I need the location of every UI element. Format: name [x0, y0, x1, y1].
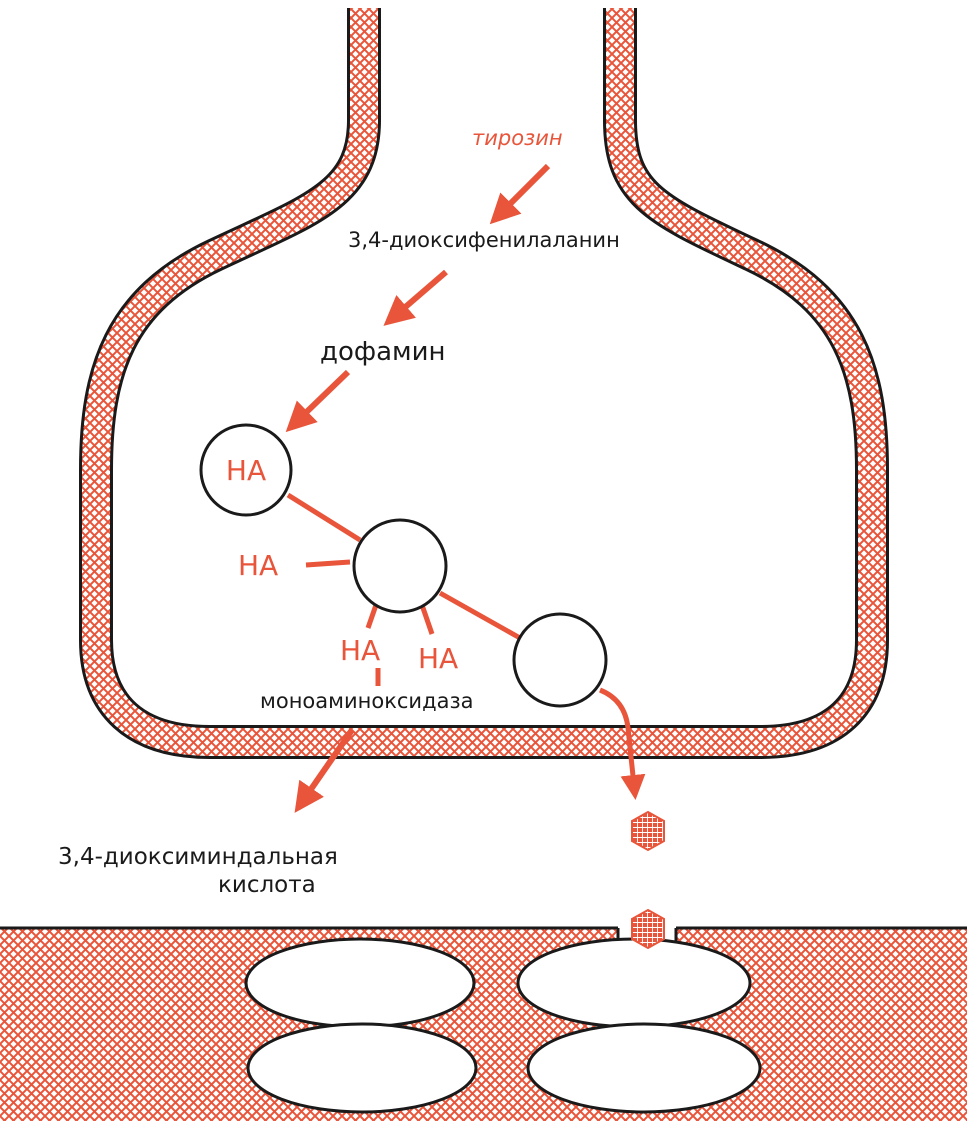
postsynaptic-oval — [528, 1024, 760, 1112]
arrow-dopa-to-dopamine — [388, 272, 446, 322]
na-release-line — [368, 605, 376, 628]
postsynaptic-oval — [246, 939, 474, 1027]
label-na-bottom-right: НА — [418, 642, 458, 675]
transmitter-molecule — [632, 812, 664, 850]
label-acid-line2: кислота — [218, 872, 316, 898]
label-dopamine: дофамин — [320, 337, 446, 367]
label-acid-line1: 3,4-диоксиминдальная — [58, 844, 338, 870]
vesicle-link — [440, 593, 520, 638]
label-mao: моноаминоксидаза — [260, 689, 474, 713]
label-na-bottom-left: НА — [340, 634, 380, 667]
presynaptic-membrane — [96, 8, 872, 742]
label-na-left: НА — [238, 549, 278, 582]
vesicle-release — [514, 614, 606, 706]
postsynaptic-oval — [518, 939, 750, 1027]
arrow-dopamine-to-vesicle — [290, 372, 348, 428]
arrow-tyrosine-to-dopa — [494, 166, 548, 220]
postsynaptic-membrane — [0, 928, 967, 1121]
presynaptic-membrane-hatch — [96, 8, 872, 742]
transmitter-molecule-bound — [632, 910, 664, 948]
na-release-line — [422, 605, 432, 634]
vesicle-center — [354, 520, 446, 612]
postsynaptic-oval — [248, 1024, 476, 1112]
vesicle-link — [288, 495, 360, 540]
label-na-in-vesicle: НА — [226, 454, 266, 487]
na-release-line — [306, 562, 350, 565]
label-tyrosine: тирозин — [472, 126, 563, 150]
label-dopa: 3,4-диоксифенилаланин — [348, 228, 620, 252]
